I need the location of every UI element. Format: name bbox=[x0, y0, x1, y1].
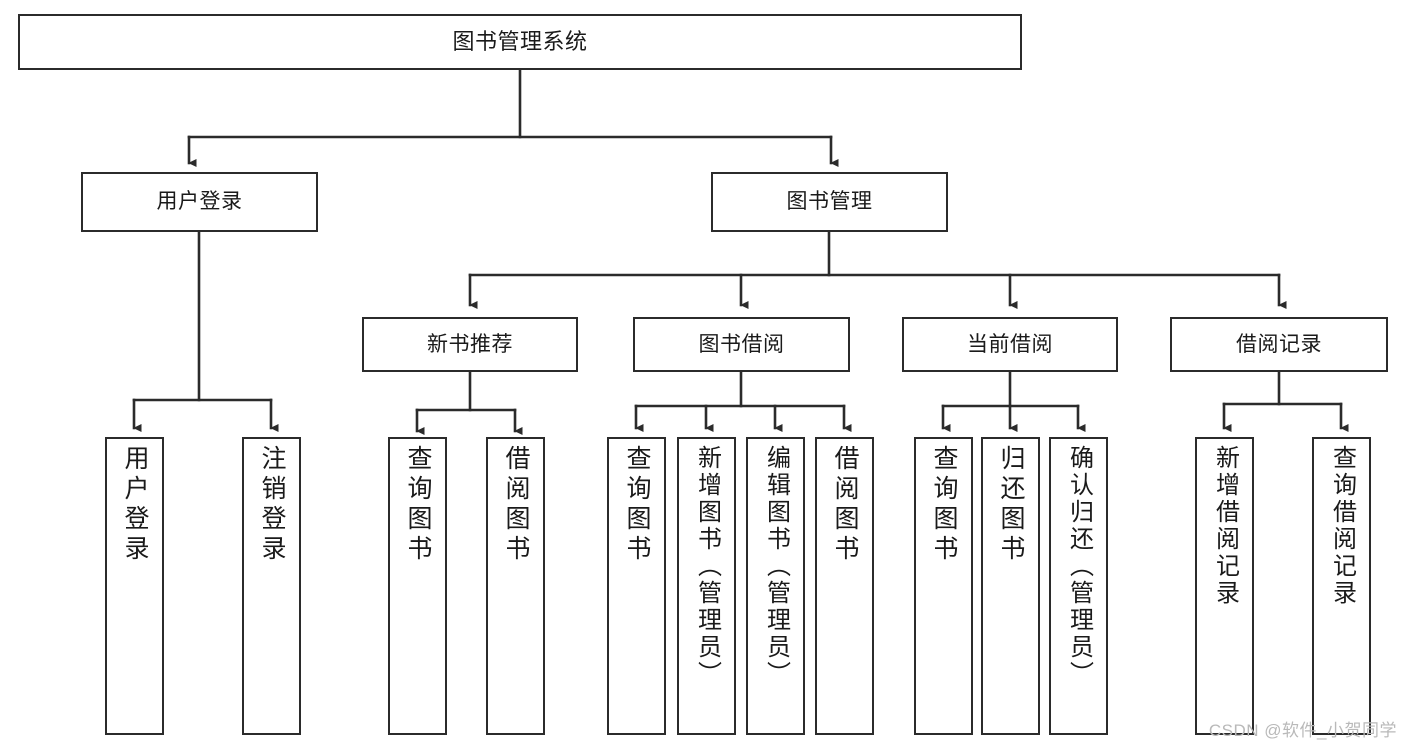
node-leaf-user-login[interactable]: 用户登录 bbox=[105, 437, 164, 735]
node-borrow-record[interactable]: 借阅记录 bbox=[1170, 317, 1388, 372]
node-leaf-return-book[interactable]: 归还图书 bbox=[981, 437, 1040, 735]
node-label: 新增借阅记录 bbox=[1211, 445, 1239, 607]
node-leaf-query-borrow-record[interactable]: 查询借阅记录 bbox=[1312, 437, 1371, 735]
node-label: 图书管理系统 bbox=[452, 28, 588, 54]
csdn-watermark: CSDN @软件_小贺同学 bbox=[1208, 721, 1397, 740]
node-label: 查询图书 bbox=[930, 445, 958, 565]
node-leaf-edit-book-admin[interactable]: 编辑图书（管理员） bbox=[746, 437, 805, 735]
node-label: 确认归还（管理员） bbox=[1065, 445, 1093, 688]
node-label: 用户登录 bbox=[156, 190, 243, 214]
node-leaf-add-borrow-record[interactable]: 新增借阅记录 bbox=[1195, 437, 1254, 735]
node-leaf-confirm-return-admin[interactable]: 确认归还（管理员） bbox=[1049, 437, 1108, 735]
node-label: 编辑图书（管理员） bbox=[762, 445, 790, 688]
node-leaf-logout-login[interactable]: 注销登录 bbox=[242, 437, 301, 735]
node-leaf-query-book-2[interactable]: 查询图书 bbox=[607, 437, 666, 735]
node-book-manage[interactable]: 图书管理 bbox=[711, 172, 948, 232]
node-current-borrow[interactable]: 当前借阅 bbox=[902, 317, 1118, 372]
node-label: 借阅图书 bbox=[502, 445, 530, 565]
node-label: 图书管理 bbox=[786, 190, 873, 214]
node-label: 借阅图书 bbox=[831, 445, 859, 565]
node-label: 新书推荐 bbox=[427, 332, 513, 356]
node-leaf-borrow-book-2[interactable]: 借阅图书 bbox=[815, 437, 874, 735]
node-leaf-query-book-1[interactable]: 查询图书 bbox=[388, 437, 447, 735]
node-label: 查询借阅记录 bbox=[1328, 445, 1356, 607]
node-label: 借阅记录 bbox=[1236, 332, 1322, 356]
node-new-book-recommend[interactable]: 新书推荐 bbox=[362, 317, 578, 372]
node-root-library-management-system[interactable]: 图书管理系统 bbox=[18, 14, 1022, 70]
node-label: 用户登录 bbox=[121, 445, 149, 565]
node-user-login[interactable]: 用户登录 bbox=[81, 172, 318, 232]
node-label: 图书借阅 bbox=[698, 332, 785, 356]
node-label: 查询图书 bbox=[623, 445, 651, 565]
node-leaf-add-book-admin[interactable]: 新增图书（管理员） bbox=[677, 437, 736, 735]
node-label: 归还图书 bbox=[997, 445, 1025, 565]
node-label: 当前借阅 bbox=[967, 332, 1053, 356]
node-book-borrow[interactable]: 图书借阅 bbox=[633, 317, 850, 372]
node-leaf-borrow-book-1[interactable]: 借阅图书 bbox=[486, 437, 545, 735]
node-label: 新增图书（管理员） bbox=[693, 445, 721, 688]
node-leaf-query-book-3[interactable]: 查询图书 bbox=[914, 437, 973, 735]
node-label: 注销登录 bbox=[258, 445, 286, 565]
node-label: 查询图书 bbox=[404, 445, 432, 565]
